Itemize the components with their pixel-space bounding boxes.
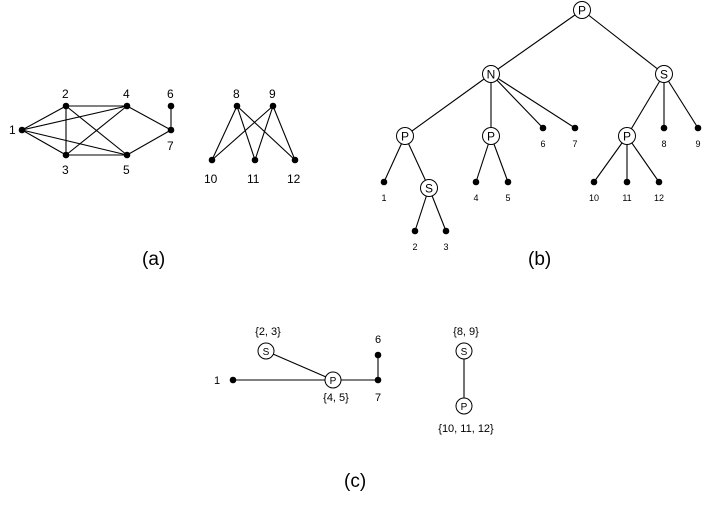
leaf-11	[623, 178, 631, 186]
leaf-3	[442, 227, 450, 235]
vertex-label-6: 6	[375, 334, 381, 346]
vertex-label-1: 1	[214, 375, 220, 387]
vertex-10	[208, 156, 216, 164]
vertex-label-9: 9	[269, 87, 276, 101]
panel-a-edges	[21, 105, 296, 161]
vertex-7	[374, 376, 382, 384]
vertex-6	[167, 102, 175, 110]
leaf-label-3: 3	[443, 242, 448, 252]
set-label-8-9: {8, 9}	[453, 326, 479, 338]
tree-node-s-left: S	[420, 179, 438, 197]
set-label-10-11-12: {10, 11, 12}	[438, 423, 494, 435]
vertex-6	[374, 351, 382, 359]
module-node-s-23-letter: S	[263, 347, 270, 358]
vertex-1	[229, 376, 237, 384]
leaf-label-5: 5	[505, 193, 510, 203]
vertex-2	[62, 102, 70, 110]
vertex-1	[18, 126, 26, 134]
leaf-label-1: 1	[381, 193, 386, 203]
panel-c-module-nodes: S P S P	[257, 342, 473, 415]
vertex-label-7: 7	[167, 139, 174, 153]
tree-node-s-left-letter: S	[425, 182, 433, 196]
tree-node-p-right-letter: P	[623, 130, 631, 144]
leaf-label-2: 2	[412, 242, 417, 252]
panel-b-leaves	[380, 124, 702, 235]
panel-c-labels: {2, 3} {4, 5} {8, 9} {10, 11, 12} 1 6 7	[214, 326, 494, 435]
leaf-9	[694, 124, 702, 132]
leaf-5	[504, 178, 512, 186]
tree-node-p-right: P	[618, 127, 636, 145]
panel-a-vertices	[18, 102, 299, 164]
leaf-label-10: 10	[589, 193, 599, 203]
vertex-label-5: 5	[123, 163, 130, 177]
leaf-12	[655, 178, 663, 186]
module-node-s-23: S	[257, 342, 275, 360]
set-label-2-3: {2, 3}	[255, 326, 281, 338]
leaf-1	[380, 178, 388, 186]
module-node-s-89-letter: S	[461, 347, 468, 358]
panel-c: S P S P {2, 3} {4, 5} {8, 9} {10, 11, 12…	[214, 326, 494, 492]
leaf-label-12: 12	[654, 193, 664, 203]
tree-node-n: N	[482, 65, 500, 83]
set-label-4-5: {4, 5}	[323, 392, 349, 404]
vertex-8	[233, 102, 241, 110]
leaf-label-8: 8	[661, 139, 666, 149]
vertex-7	[167, 126, 175, 134]
panel-a-labels: 1 2 3 4 5 6 7 8 9 10 11 12	[9, 87, 301, 186]
vertex-label-12: 12	[287, 172, 301, 186]
module-node-p-101112: P	[455, 397, 473, 415]
vertex-label-6: 6	[167, 87, 174, 101]
vertex-9	[269, 102, 277, 110]
leaf-label-7: 7	[572, 139, 577, 149]
vertex-label-7: 7	[375, 392, 381, 404]
panel-c-edges	[233, 350, 465, 406]
panel-b-leaf-labels: 1 2 3 4 5 6 7 8 9 10 11 12	[381, 139, 700, 252]
vertex-label-2: 2	[62, 87, 69, 101]
tree-node-s-top-letter: S	[660, 68, 668, 82]
leaf-label-6: 6	[540, 139, 545, 149]
caption-b: (b)	[528, 249, 551, 270]
vertex-label-10: 10	[204, 172, 218, 186]
leaf-2	[411, 227, 419, 235]
caption-a: (a)	[142, 249, 165, 270]
tree-node-p-mid: P	[482, 127, 500, 145]
vertex-3	[62, 151, 70, 159]
leaf-label-11: 11	[622, 193, 631, 203]
tree-node-p-mid-letter: P	[487, 130, 495, 144]
panel-c-vertices	[229, 351, 382, 384]
leaf-6	[539, 124, 547, 132]
leaf-label-4: 4	[473, 193, 478, 203]
panel-a: 1 2 3 4 5 6 7 8 9 10 11 12 (a)	[9, 87, 301, 270]
leaf-10	[590, 178, 598, 186]
leaf-4	[472, 178, 480, 186]
tree-node-p-left: P	[396, 127, 414, 145]
leaf-7	[571, 124, 579, 132]
tree-node-p-left-letter: P	[401, 130, 409, 144]
panel-b-internal-nodes: P N S P S P P	[396, 1, 673, 197]
leaf-label-9: 9	[695, 139, 700, 149]
panel-b-edges	[383, 9, 699, 232]
tree-node-n-letter: N	[487, 68, 496, 82]
vertex-label-8: 8	[233, 87, 240, 101]
caption-c: (c)	[344, 471, 366, 492]
vertex-5	[123, 151, 131, 159]
vertex-11	[251, 156, 259, 164]
tree-node-root-letter: P	[578, 4, 586, 18]
tree-node-s-top: S	[655, 65, 673, 83]
vertex-label-11: 11	[247, 172, 260, 186]
vertex-label-3: 3	[62, 163, 69, 177]
leaf-8	[660, 124, 668, 132]
module-node-s-89: S	[455, 342, 473, 360]
vertex-label-1: 1	[9, 123, 16, 137]
vertex-label-4: 4	[123, 87, 130, 101]
module-node-p-45-letter: P	[330, 376, 337, 387]
panel-b: P N S P S P P	[380, 1, 702, 270]
tree-node-root-p: P	[573, 1, 591, 19]
module-node-p-101112-letter: P	[461, 402, 468, 413]
module-node-p-45: P	[324, 371, 342, 389]
vertex-12	[291, 156, 299, 164]
vertex-4	[123, 102, 131, 110]
